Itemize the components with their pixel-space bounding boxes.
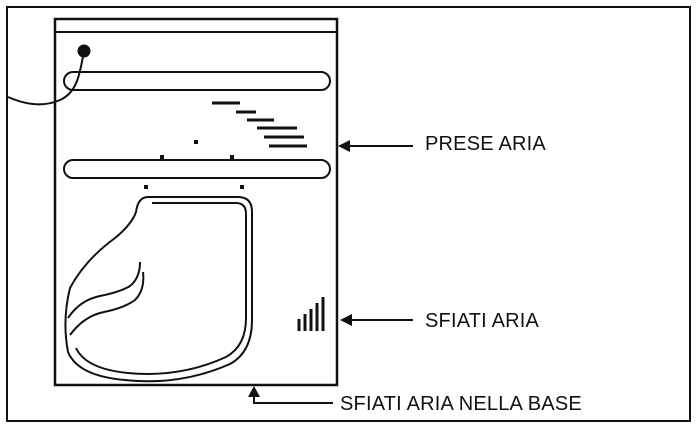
outer-frame [6, 6, 691, 422]
boot-shape [64, 196, 253, 383]
arrow-base-head [248, 386, 260, 397]
lower-slot [63, 159, 331, 179]
boot-crease-lower [69, 271, 145, 336]
arrow-prese-head [338, 140, 350, 152]
air-vents-label: SFIATI ARIA [425, 310, 540, 332]
small-marks [144, 140, 244, 189]
callout-arrows [248, 140, 413, 404]
appliance-outline [53, 17, 339, 387]
air-intakes-label: PRESE ARIA [425, 133, 546, 155]
air-intakes [212, 101, 307, 148]
boot-outline-inner [75, 202, 247, 375]
upper-slot [63, 71, 331, 91]
base-air-vents-label: SFIATI ARIA NELLA BASE [340, 393, 582, 415]
appliance-body [53, 17, 339, 387]
boot-crease-upper [67, 261, 141, 319]
boot-outline-outer [64, 196, 253, 383]
power-cord [7, 44, 91, 106]
cord-line [7, 50, 85, 106]
arrow-sfiati-head [340, 314, 352, 326]
arrow-base-line [253, 392, 333, 404]
side-air-vents [297, 297, 325, 331]
